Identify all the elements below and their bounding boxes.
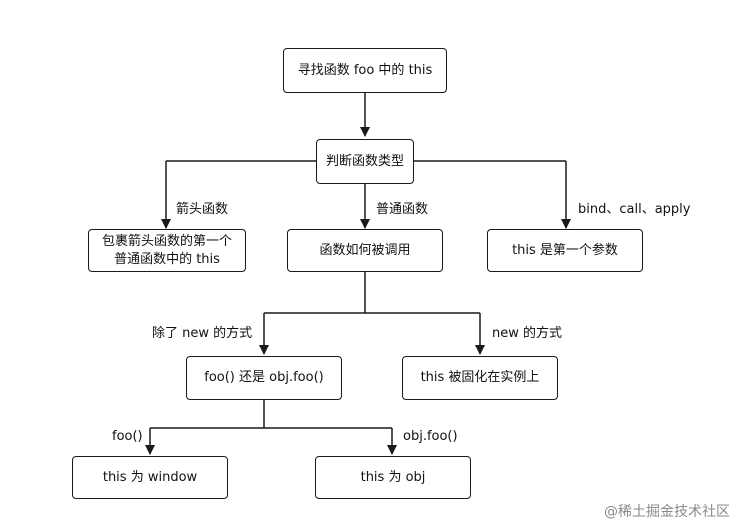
node-new-fixed: this 被固化在实例上 bbox=[402, 356, 558, 400]
node-arrow-fn-line1: 包裹箭头函数的第一个 bbox=[101, 233, 232, 249]
node-arrow-fn: 包裹箭头函数的第一个 普通函数中的 this bbox=[88, 229, 246, 272]
node-judge-text: 判断函数类型 bbox=[325, 153, 404, 169]
node-bind: this 是第一个参数 bbox=[487, 229, 643, 272]
node-root: 寻找函数 foo 中的 this bbox=[283, 48, 447, 93]
node-how-called-text: 函数如何被调用 bbox=[319, 242, 411, 258]
node-judge: 判断函数类型 bbox=[316, 139, 414, 184]
edge-label-new: new 的方式 bbox=[492, 326, 563, 341]
node-how-called: 函数如何被调用 bbox=[287, 229, 443, 272]
edge-call-bus bbox=[150, 400, 392, 429]
node-window-text: this 为 window bbox=[102, 469, 198, 485]
edge-label-obj-call: obj.foo() bbox=[403, 429, 458, 444]
edge-how-bus bbox=[264, 272, 480, 314]
node-obj: this 为 obj bbox=[315, 456, 471, 499]
node-call-form: foo() 还是 obj.foo() bbox=[186, 356, 342, 400]
watermark: @稀土掘金技术社区 bbox=[604, 504, 730, 520]
node-obj-text: this 为 obj bbox=[360, 469, 426, 485]
edge-label-foo-call: foo() bbox=[112, 429, 143, 444]
node-window: this 为 window bbox=[72, 456, 228, 499]
node-root-text: 寻找函数 foo 中的 this bbox=[297, 62, 433, 78]
edge-label-normal-fn: 普通函数 bbox=[376, 202, 429, 217]
edge-label-bind-call-apply: bind、call、apply bbox=[578, 202, 691, 217]
node-arrow-fn-line2: 普通函数中的 this bbox=[114, 251, 220, 267]
node-call-form-text: foo() 还是 obj.foo() bbox=[204, 370, 324, 385]
edge-label-not-new: 除了 new 的方式 bbox=[152, 326, 253, 341]
node-new-fixed-text: this 被固化在实例上 bbox=[420, 370, 540, 385]
node-bind-text: this 是第一个参数 bbox=[512, 242, 618, 258]
edge-label-arrow-fn: 箭头函数 bbox=[176, 202, 229, 217]
